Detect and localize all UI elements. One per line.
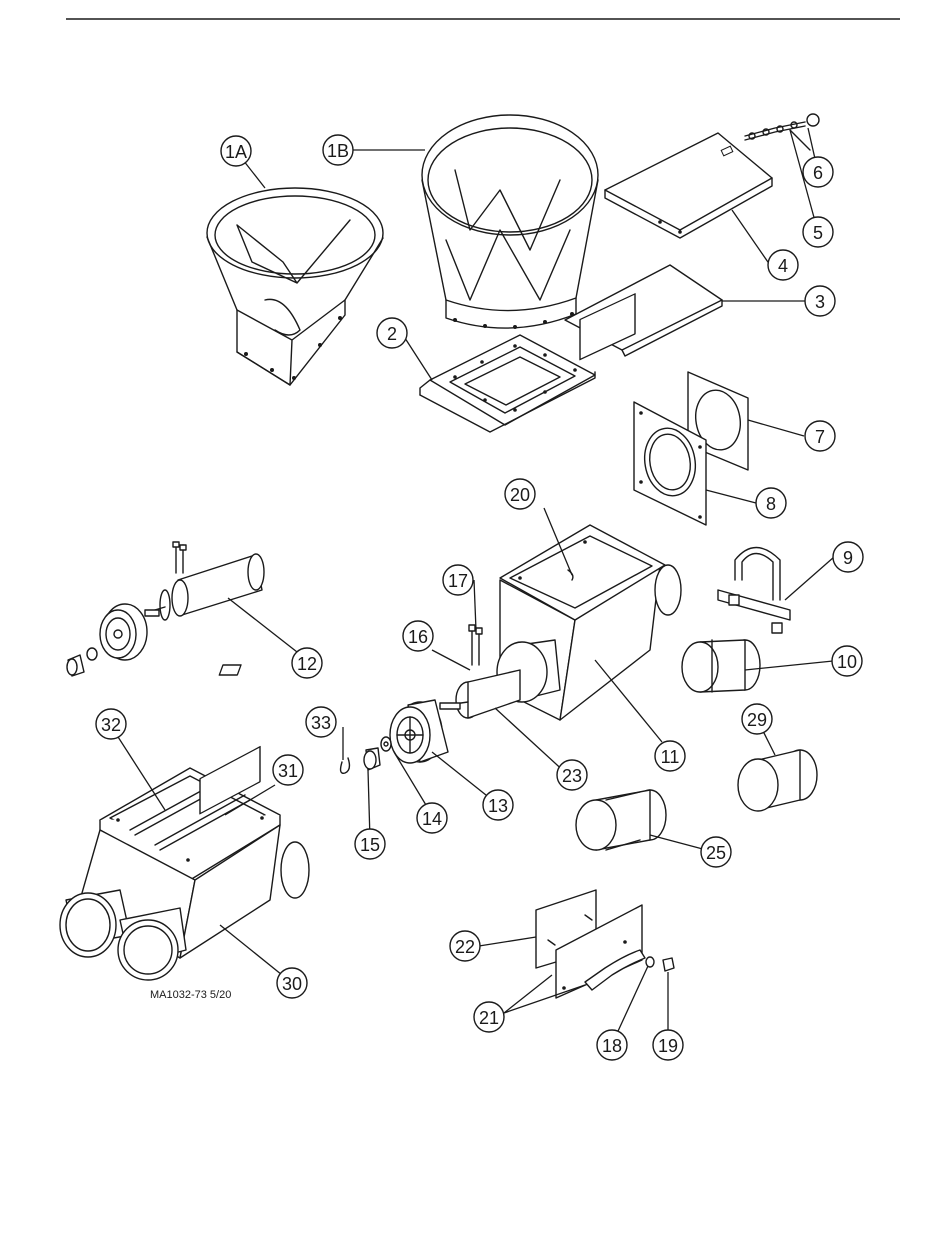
callout-label: 31	[278, 761, 298, 781]
split-sleeve-drawing	[576, 790, 666, 850]
callout-19: 19	[653, 1030, 683, 1060]
hopper-large-drawing	[422, 115, 598, 329]
callout-label: 3	[815, 292, 825, 312]
callout-label: 23	[562, 766, 582, 786]
callout-21: 21	[474, 1002, 504, 1032]
meter-shaft-drawing	[440, 670, 520, 718]
callout-label: 17	[448, 571, 468, 591]
callout-label: 7	[815, 427, 825, 447]
callout-label: 11	[661, 747, 680, 767]
callout-4: 4	[768, 250, 798, 280]
callout-label: 25	[706, 843, 726, 863]
callout-label: 20	[510, 485, 530, 505]
callout-label: 32	[101, 715, 121, 735]
shut-off-assembly-drawing	[536, 890, 674, 998]
callout-label: 30	[282, 974, 302, 994]
callout-label: 8	[766, 494, 776, 514]
callout-8: 8	[756, 488, 786, 518]
callout-6: 6	[803, 157, 833, 187]
callout-label: 9	[843, 548, 853, 568]
callout-label: 14	[422, 809, 442, 829]
callout-16: 16	[403, 621, 433, 651]
callout-label: 18	[602, 1036, 622, 1056]
mounting-frame-drawing	[420, 335, 595, 432]
callout-32: 32	[96, 709, 126, 739]
callout-2: 2	[377, 318, 407, 348]
callout-label: 4	[778, 256, 788, 276]
callout-label: 1A	[225, 142, 247, 162]
callout-12: 12	[292, 648, 322, 678]
callout-5: 5	[803, 217, 833, 247]
callout-label: 15	[360, 835, 380, 855]
callout-label: 12	[297, 654, 317, 674]
callout-label: 33	[311, 713, 331, 733]
lock-plate-and-bolts-drawing	[219, 625, 482, 675]
callout-18: 18	[597, 1030, 627, 1060]
callout-9: 9	[833, 542, 863, 572]
callout-label: 1B	[327, 141, 349, 161]
callout-1a: 1A	[221, 136, 251, 166]
tube-sleeve-drawing	[682, 640, 760, 692]
callout-20: 20	[505, 479, 535, 509]
callout-1b: 1B	[323, 135, 353, 165]
callout-3: 3	[805, 286, 835, 316]
callout-7: 7	[805, 421, 835, 451]
hopper-small-drawing	[207, 188, 383, 385]
callout-label: 6	[813, 163, 823, 183]
callout-label: 21	[479, 1008, 499, 1028]
callout-25: 25	[701, 837, 731, 867]
meter-roller-assembly-drawing	[0, 542, 264, 676]
callout-13: 13	[483, 790, 513, 820]
callout-label: 19	[658, 1036, 678, 1056]
callout-label: 5	[813, 223, 823, 243]
callout-17: 17	[443, 565, 473, 595]
chain-and-pin-drawing	[745, 114, 819, 150]
callout-10: 10	[832, 646, 862, 676]
callout-label: 16	[408, 627, 428, 647]
callout-15: 15	[355, 829, 385, 859]
drawing-number: MA1032-73 5/20	[150, 989, 231, 1001]
washer-bushing-clip-drawing	[341, 737, 391, 773]
outlet-sleeve-drawing	[738, 750, 817, 811]
meter-wheel-drawing	[390, 700, 448, 763]
callout-label: 10	[837, 652, 857, 672]
callout-22: 22	[450, 931, 480, 961]
callout-11: 11	[655, 741, 685, 771]
callout-30: 30	[277, 968, 307, 998]
dual-meter-housing-drawing	[60, 747, 309, 980]
u-bolt-drawing	[718, 548, 790, 634]
callout-label: 29	[747, 710, 767, 730]
callout-label: 2	[387, 324, 397, 344]
callout-31: 31	[273, 755, 303, 785]
callout-label: 13	[488, 796, 508, 816]
callout-label: 22	[455, 937, 475, 957]
callout-14: 14	[417, 803, 447, 833]
hopper-cover-drawing	[605, 133, 772, 238]
callout-23: 23	[557, 760, 587, 790]
callout-33: 33	[306, 707, 336, 737]
callout-29: 29	[742, 704, 772, 734]
